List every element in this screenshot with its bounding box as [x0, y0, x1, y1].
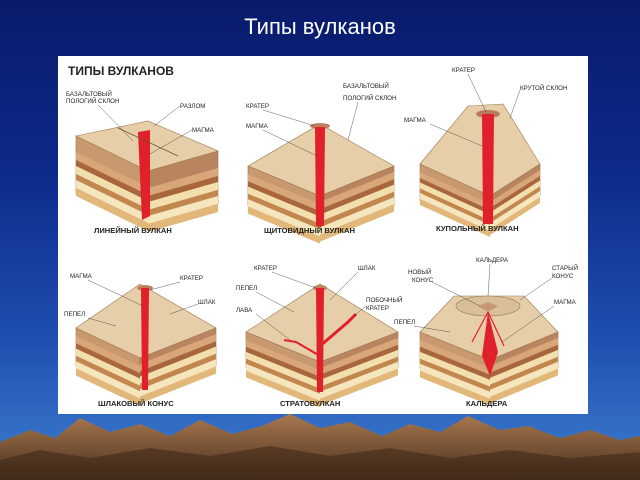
label-magma: МАГМА: [404, 117, 427, 124]
caption-dome-volcano: КУПОЛЬНЫЙ ВУЛКАН: [436, 224, 519, 233]
label-basalt: БАЗАЛЬТОВЫЙ: [66, 90, 112, 98]
label-ash: ПЕПЕЛ: [394, 319, 415, 326]
linear-volcano-diagram: [75, 120, 219, 232]
label-magma: МАГМА: [192, 127, 215, 134]
label-ash: ПЕПЕЛ: [64, 311, 85, 318]
label-crater: КРАТЕР: [452, 67, 475, 74]
dome-volcano-diagram: [419, 103, 541, 237]
label-cinder: ШЛАК: [358, 265, 376, 272]
label-new-cone-2: КОНУС: [412, 277, 434, 284]
caption-stratovolcano: СТРАТОВУЛКАН: [280, 399, 340, 408]
shield-volcano-diagram: [247, 123, 395, 244]
label-gentle-slope: ПОЛОГИЙ СКЛОН: [66, 97, 119, 105]
caption-linear-volcano: ЛИНЕЙНЫЙ ВУЛКАН: [94, 226, 172, 235]
stratovolcano-diagram: [245, 283, 399, 408]
label-old-cone: СТАРЫЙ: [552, 264, 578, 272]
slide-title: Типы вулканов: [244, 14, 396, 39]
caldera-diagram: [419, 295, 559, 406]
label-steep-slope: КРУТОЙ СКЛОН: [520, 84, 567, 92]
label-lava: ЛАВА: [236, 307, 253, 314]
label-ash: ПЕПЕЛ: [236, 285, 257, 292]
label-old-cone-2: КОНУС: [552, 273, 574, 280]
label-fault: РАЗЛОМ: [180, 103, 205, 110]
volcano-types-figure: ТИПЫ ВУЛКАНОВ БАЗАЛЬТОВЫЙ ПОЛОГИЙ СКЛОН …: [58, 56, 588, 414]
label-gentle-slope: ПОЛОГИЙ СКЛОН: [343, 94, 396, 102]
mountain-decoration: [0, 414, 640, 480]
label-magma: МАГМА: [70, 273, 93, 280]
label-new-cone: НОВЫЙ: [408, 268, 431, 276]
label-cinder: ШЛАК: [198, 299, 216, 306]
figure-title: ТИПЫ ВУЛКАНОВ: [68, 64, 174, 78]
caption-shield-volcano: ЩИТОВИДНЫЙ ВУЛКАН: [264, 226, 355, 235]
label-caldera: КАЛЬДЕРА: [476, 257, 509, 264]
label-crater: КРАТЕР: [254, 265, 277, 272]
caption-cinder-cone: ШЛАКОВЫЙ КОНУС: [98, 399, 174, 408]
cinder-cone-diagram: [75, 283, 217, 406]
label-crater: КРАТЕР: [246, 103, 269, 110]
label-side-vent: ПОБОЧНЫЙ: [366, 296, 402, 304]
label-basalt: БАЗАЛЬТОВЫЙ: [343, 82, 389, 90]
label-magma: МАГМА: [246, 123, 269, 130]
label-crater: КРАТЕР: [180, 275, 203, 282]
caption-caldera: КАЛЬДЕРА: [466, 399, 508, 408]
label-side-vent-crater: КРАТЕР: [366, 305, 389, 312]
label-magma: МАГМА: [554, 299, 577, 306]
